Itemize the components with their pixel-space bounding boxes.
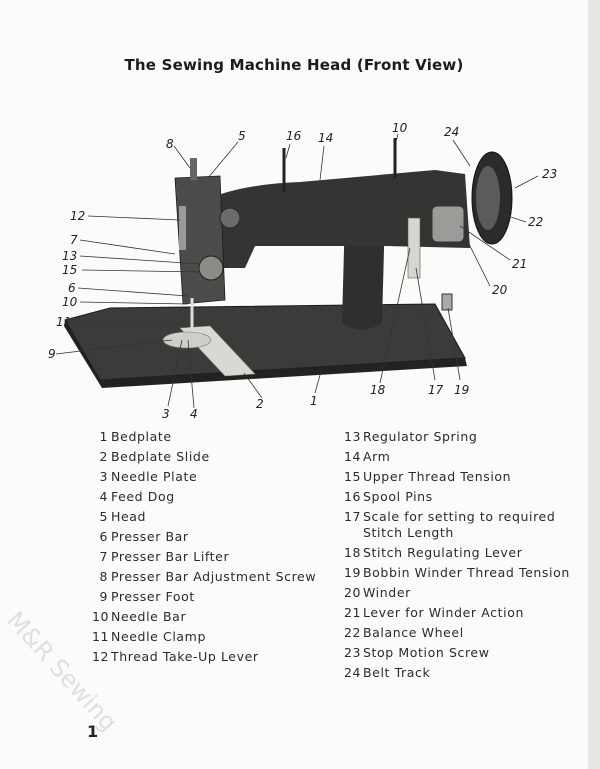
callout-16: 16 [286, 129, 302, 143]
callout-numbers: 8 5 16 14 10 24 23 12 7 13 15 6 10 11 9 … [48, 121, 557, 421]
arm-shape [210, 170, 470, 268]
callout-12: 12 [70, 209, 85, 223]
tension-knob [198, 255, 224, 281]
winder-shape [431, 205, 465, 243]
callout-2: 2 [256, 397, 264, 411]
callout-17: 17 [428, 383, 444, 397]
callout-6: 6 [68, 281, 76, 295]
balance-wheel-rim [476, 166, 500, 230]
bedplate-edge [64, 320, 467, 388]
callout-15: 15 [62, 263, 77, 277]
stitch-scale [407, 217, 421, 279]
callout-1: 1 [310, 394, 318, 408]
callout-24: 24 [444, 125, 459, 139]
take-up-slot [179, 206, 186, 250]
callout-19: 19 [454, 383, 469, 397]
callout-4: 4 [190, 407, 198, 421]
callout-20: 20 [492, 283, 508, 297]
callout-9: 9 [48, 347, 56, 361]
callout-22: 22 [528, 215, 543, 229]
head-screw [219, 207, 241, 229]
callout-14: 14 [318, 131, 333, 145]
callout-7: 7 [70, 233, 78, 247]
callout-11: 11 [56, 315, 71, 329]
callout-3: 3 [162, 407, 170, 421]
callout-21: 21 [512, 257, 527, 271]
callout-13: 13 [62, 249, 77, 263]
callout-10: 10 [62, 295, 78, 309]
callout-18: 18 [370, 383, 386, 397]
callout-10-top: 10 [392, 121, 408, 135]
needle-plate-shape [162, 331, 212, 349]
page-title: The Sewing Machine Head (Front View) [124, 56, 464, 74]
sewing-machine-illustration: 8 5 16 14 10 24 23 12 7 13 15 6 10 11 9 … [40, 118, 570, 423]
page-edge [588, 0, 600, 769]
callout-8: 8 [166, 137, 174, 151]
leader-lines [55, 133, 539, 409]
page-number: 1 [87, 722, 99, 741]
bobbin-tension-shape [441, 293, 453, 311]
callout-5: 5 [238, 129, 246, 143]
presser-bar-top [190, 158, 197, 180]
sewing-machine-drawing: 8 5 16 14 10 24 23 12 7 13 15 6 10 11 9 … [48, 121, 557, 421]
callout-23: 23 [542, 167, 557, 181]
